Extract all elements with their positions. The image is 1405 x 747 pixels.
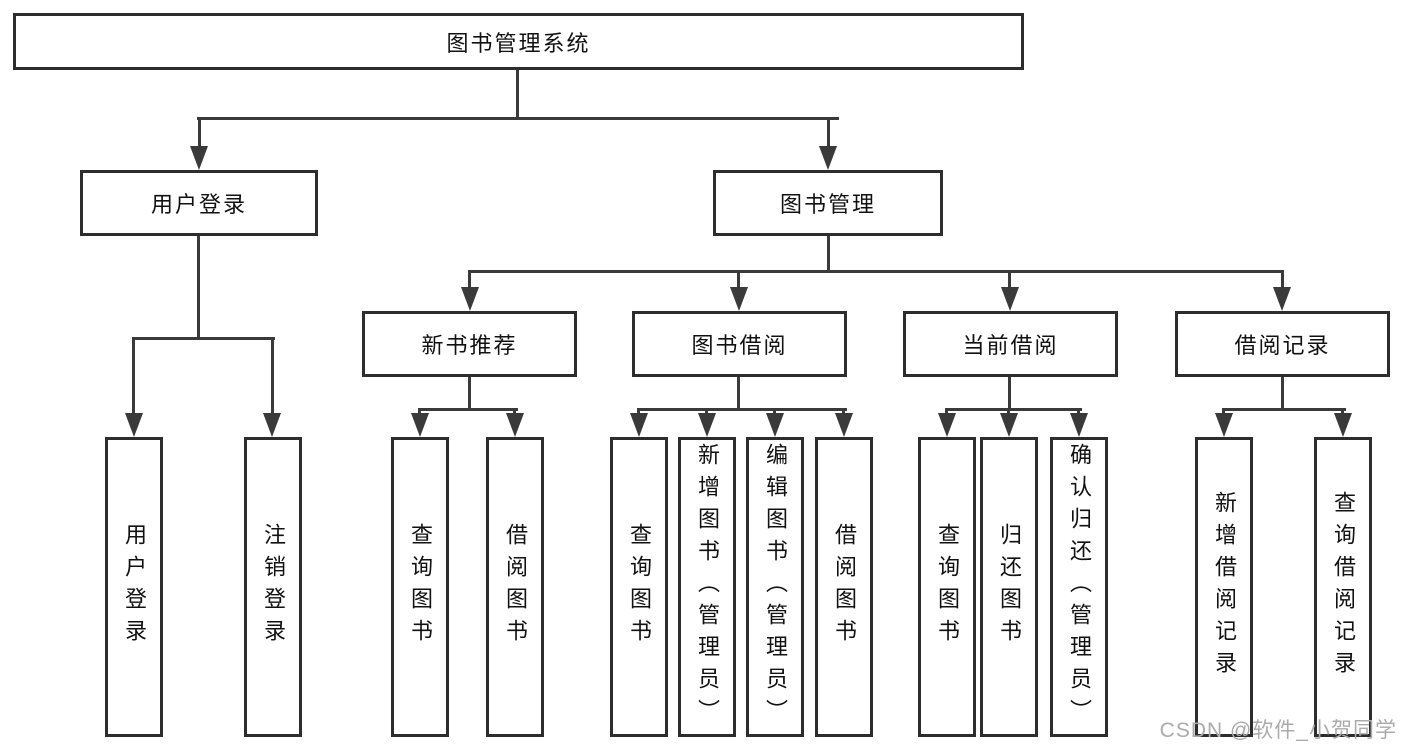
leaf-query-books-recommend: 查询图书 bbox=[391, 437, 449, 737]
node-label: 图书管理 bbox=[779, 192, 876, 217]
node-label: 新书推荐 bbox=[421, 333, 518, 358]
connector-root-drop bbox=[516, 70, 519, 120]
arrowhead-leaf bbox=[698, 413, 716, 437]
connector-user-login-shaft bbox=[198, 117, 201, 149]
connector-level3-rail bbox=[468, 270, 1284, 273]
leaf-query-books-current: 查询图书 bbox=[918, 437, 976, 737]
leaf-label: 查询图书 bbox=[408, 523, 433, 651]
node-label: 用户登录 bbox=[150, 192, 247, 217]
node-borrow-records: 借阅记录 bbox=[1175, 311, 1390, 377]
leaf-user-login: 用户登录 bbox=[105, 437, 163, 737]
connector-level3-shaft bbox=[737, 270, 740, 293]
leaf-add-borrow-record: 新增借阅记录 bbox=[1195, 437, 1253, 737]
node-new-book-recommend: 新书推荐 bbox=[362, 311, 577, 377]
leaf-return-books: 归还图书 bbox=[980, 437, 1038, 737]
leaf-label: 查询图书 bbox=[935, 523, 960, 651]
connector-level3-shaft bbox=[1008, 270, 1011, 293]
arrowhead-leaf bbox=[411, 413, 429, 437]
csdn-watermark: CSDN @软件_小贺同学 bbox=[1159, 719, 1397, 742]
connector-book-mgmt-drop bbox=[827, 236, 830, 273]
arrowhead-book-borrow bbox=[730, 287, 748, 311]
connector-current-borrow-drop bbox=[1008, 377, 1011, 411]
connector-new-book-drop bbox=[468, 377, 471, 411]
connector-leaf-shaft bbox=[271, 337, 274, 417]
connector-user-login-drop bbox=[197, 236, 200, 340]
arrowhead-leaf bbox=[835, 413, 853, 437]
leaf-label: 注销登录 bbox=[261, 523, 286, 651]
arrowhead-leaf bbox=[1000, 413, 1018, 437]
leaf-label: 借阅图书 bbox=[832, 523, 857, 651]
leaf-label: 用户登录 bbox=[122, 523, 147, 651]
connector-book-borrow-drop bbox=[737, 377, 740, 411]
leaf-query-books-borrow: 查询图书 bbox=[610, 437, 668, 737]
leaf-borrow-books-recommend: 借阅图书 bbox=[486, 437, 544, 737]
arrowhead-leaf bbox=[1334, 413, 1352, 437]
arrowhead-leaf bbox=[766, 413, 784, 437]
connector-current-borrow-rail bbox=[945, 408, 1082, 411]
arrowhead-user-login bbox=[190, 146, 208, 170]
leaf-label: 确认归还（管理员） bbox=[1067, 443, 1092, 731]
connector-level3-shaft bbox=[468, 270, 471, 293]
arrowhead-new-book bbox=[461, 287, 479, 311]
arrowhead-leaf bbox=[1070, 413, 1088, 437]
leaf-label: 查询图书 bbox=[627, 523, 652, 651]
node-current-borrow: 当前借阅 bbox=[903, 311, 1118, 377]
connector-level3-shaft bbox=[1281, 270, 1284, 293]
leaf-confirm-return-admin: 确认归还（管理员） bbox=[1050, 437, 1108, 737]
node-label: 当前借阅 bbox=[962, 333, 1059, 358]
leaf-label: 新增图书（管理员） bbox=[695, 443, 720, 731]
leaf-edit-books-admin: 编辑图书（管理员） bbox=[746, 437, 804, 737]
arrowhead-leaf bbox=[125, 413, 143, 437]
leaf-logout: 注销登录 bbox=[244, 437, 302, 737]
node-label: 图书借阅 bbox=[691, 333, 788, 358]
arrowhead-borrow-record bbox=[1273, 287, 1291, 311]
leaf-label: 查询借阅记录 bbox=[1331, 491, 1356, 683]
connector-borrow-records-rail bbox=[1222, 408, 1346, 411]
connector-user-login-rail bbox=[132, 337, 275, 340]
connector-level2-rail bbox=[197, 117, 839, 120]
arrowhead-leaf bbox=[1215, 413, 1233, 437]
leaf-label: 归还图书 bbox=[997, 523, 1022, 651]
arrowhead-leaf bbox=[630, 413, 648, 437]
node-library-system: 图书管理系统 bbox=[13, 13, 1024, 70]
node-label: 图书管理系统 bbox=[446, 30, 591, 56]
connector-borrow-records-drop bbox=[1281, 377, 1284, 411]
connector-book-borrow-rail bbox=[637, 408, 847, 411]
connector-leaf-shaft bbox=[132, 337, 135, 417]
leaf-label: 编辑图书（管理员） bbox=[763, 443, 788, 731]
leaf-add-books-admin: 新增图书（管理员） bbox=[678, 437, 736, 737]
node-book-borrow: 图书借阅 bbox=[632, 311, 847, 377]
connector-book-mgmt-shaft bbox=[827, 117, 830, 149]
node-user-login: 用户登录 bbox=[80, 170, 318, 236]
arrowhead-leaf bbox=[938, 413, 956, 437]
leaf-query-borrow-record: 查询借阅记录 bbox=[1314, 437, 1372, 737]
node-label: 借阅记录 bbox=[1234, 333, 1331, 358]
arrowhead-book-mgmt bbox=[819, 146, 837, 170]
arrowhead-leaf bbox=[506, 413, 524, 437]
arrowhead-current-borrow bbox=[1001, 287, 1019, 311]
leaf-label: 借阅图书 bbox=[503, 523, 528, 651]
node-book-management: 图书管理 bbox=[713, 170, 943, 236]
connector-new-book-rail bbox=[418, 408, 518, 411]
arrowhead-leaf bbox=[263, 413, 281, 437]
leaf-label: 新增借阅记录 bbox=[1212, 491, 1237, 683]
leaf-borrow-books: 借阅图书 bbox=[815, 437, 873, 737]
